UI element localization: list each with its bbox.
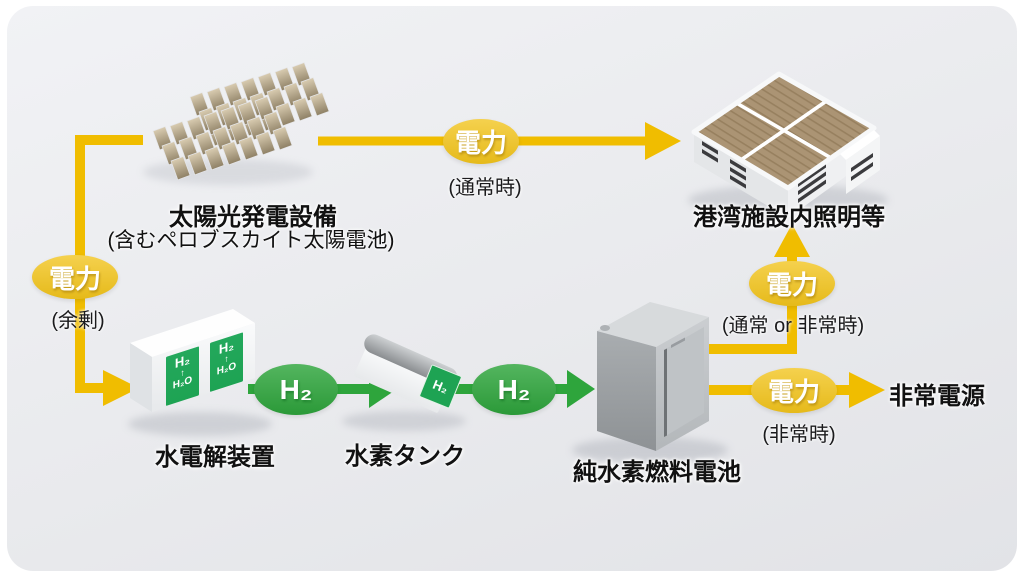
hydrogen-tank-label: 水素タンク (345, 443, 465, 470)
diagram-background (7, 6, 1017, 571)
power-badge-normal: 電力 (443, 119, 519, 164)
solar-array-icon (143, 62, 330, 185)
electrolyzer-label: 水電解装置 (155, 444, 275, 471)
electrolyzer-panel-2: H₂ ↑ H₂O (210, 332, 243, 392)
fuel-cell-label: 純水素燃料電池 (573, 459, 741, 486)
fuel-cell-icon (572, 302, 728, 463)
caption-emergency-time: (非常時) (762, 424, 836, 446)
caption-normal-or-emergency: (通常 or 非常時) (721, 315, 865, 337)
solar-label: 太陽光発電設備 (169, 204, 337, 231)
tank-h2-tag: H₂ (418, 364, 463, 409)
caption-normal-time: (通常時) (448, 177, 522, 199)
power-badge-surplus: 電力 (32, 255, 118, 299)
port-facility-label: 港湾施設内照明等 (693, 204, 885, 231)
power-badge-fuel-cell-to-port: 電力 (749, 261, 835, 306)
emergency-power-label: 非常電源 (889, 383, 985, 410)
caption-surplus: (余剰) (51, 310, 105, 332)
port-building-icon (688, 71, 888, 218)
hydrogen-badge-1: H₂ (254, 364, 338, 415)
hydrogen-badge-2: H₂ (472, 364, 556, 415)
power-badge-emergency: 電力 (751, 368, 837, 413)
solar-sublabel: (含むペロブスカイト太陽電池) (107, 229, 395, 252)
electrolyzer-panel-1: H₂ ↑ H₂O (166, 346, 199, 406)
